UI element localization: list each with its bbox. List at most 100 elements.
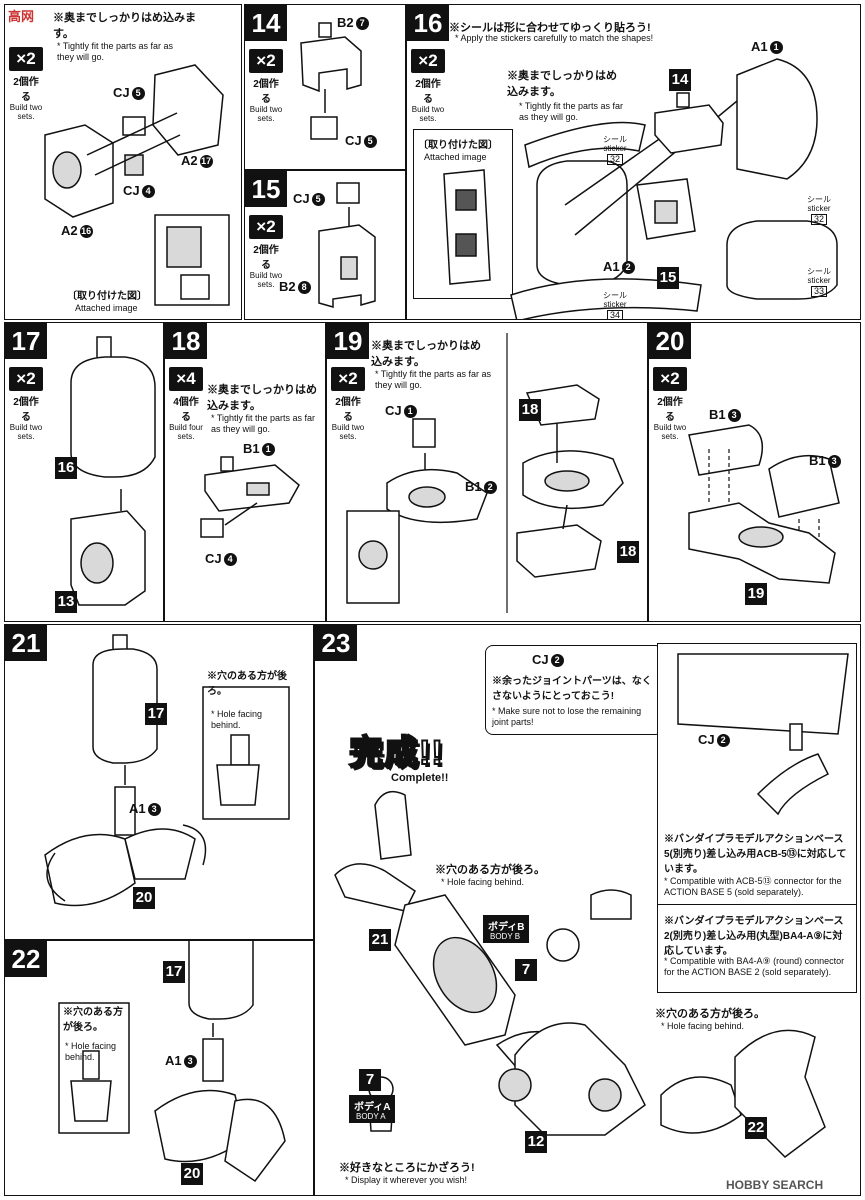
step-number: 21 bbox=[5, 625, 47, 661]
step-number: 20 bbox=[649, 323, 691, 359]
hole-facing-note-jp: ※穴のある方が後ろ。 bbox=[435, 864, 545, 876]
hole-facing-note-jp: ※穴のある方が後ろ。 bbox=[207, 671, 287, 697]
build-two-marker: ×2 2個作る Build two sets. bbox=[653, 367, 687, 441]
tight-fit-note-en: * Tightly fit the parts as far as they w… bbox=[519, 101, 624, 122]
ref-step-18-bottom: 18 bbox=[617, 541, 639, 563]
step-20-illustration bbox=[688, 424, 840, 584]
ref-step-15: 15 bbox=[657, 267, 679, 289]
ref-step-18-top: 18 bbox=[519, 399, 541, 421]
step-13-panel: ×2 2個作る Build two sets. ※奥までしっかりはめ込みます。 … bbox=[4, 4, 242, 320]
attached-image-box: 〔取り付けた図〕 Attached image bbox=[413, 129, 513, 299]
body-b-tag: ボディB BODY B bbox=[483, 915, 529, 943]
step-22-illustration bbox=[58, 941, 286, 1183]
complete-title: 完成!! bbox=[348, 733, 444, 773]
step-number: 16 bbox=[407, 5, 449, 41]
ref-step-19: 19 bbox=[745, 583, 767, 605]
step-13-illustration bbox=[44, 64, 230, 306]
acb-note-en: * Compatible with ACB-5⑬ connector for t… bbox=[664, 876, 842, 897]
tight-fit-note-en: * Tightly fit the parts as far as they w… bbox=[57, 41, 174, 62]
step-19-panel: 19 ×2 2個作る Build two sets. ※奥までしっかりはめ込みま… bbox=[326, 322, 648, 622]
step-number: 15 bbox=[245, 171, 287, 207]
attached-image-label: 〔取り付けた図〕 bbox=[67, 291, 147, 302]
attached-image-label-en: Attached image bbox=[75, 303, 138, 313]
step-18-illustration bbox=[200, 456, 300, 538]
tight-fit-note-en: * Tightly fit the parts as far as they w… bbox=[375, 369, 492, 390]
watermark-bottom: HOBBY SEARCH bbox=[726, 1178, 824, 1192]
acb-note-jp: ※バンダイプラモデルアクションベース5(別売り)差し込み用ACB-5⑬に対応して… bbox=[664, 834, 847, 875]
step-number: 18 bbox=[165, 323, 207, 359]
hole-facing-note-en: * Hole facing behind. bbox=[65, 1041, 117, 1062]
ref-step-7-a: 7 bbox=[359, 1069, 381, 1091]
ref-step-20: 20 bbox=[133, 887, 155, 909]
ref-step-21: 21 bbox=[369, 929, 391, 951]
ref-step-7-b: 7 bbox=[515, 959, 537, 981]
hole-facing-note-en: * Hole facing behind. bbox=[211, 709, 263, 730]
build-two-marker: ×2 2個作る Build two sets. bbox=[9, 367, 43, 441]
build-four-marker: ×4 4個作る Build four sets. bbox=[169, 367, 203, 441]
step-number: 22 bbox=[5, 941, 47, 977]
build-two-marker: ×2 2個作る Build two sets. bbox=[249, 215, 283, 289]
build-two-marker: ×2 2個作る Build two sets. bbox=[249, 49, 283, 123]
hole-facing-note-jp: ※穴のある方が後ろ。 bbox=[63, 1007, 123, 1033]
step-17-panel: 17 ×2 2個作る Build two sets. 16 13 bbox=[4, 322, 164, 622]
ref-step-14: 14 bbox=[669, 69, 691, 91]
ref-step-12: 12 bbox=[525, 1131, 547, 1153]
build-two-marker: ×2 2個作る Build two sets. bbox=[9, 47, 43, 121]
step-21-illustration bbox=[44, 634, 290, 907]
step-number: 23 bbox=[315, 625, 357, 661]
ref-step-13: 13 bbox=[55, 591, 77, 613]
sticker-note-jp: ※シールは形に合わせてゆっくり貼ろう! bbox=[449, 22, 651, 34]
tight-fit-note-jp: ※奥までしっかりはめ込みます。 bbox=[371, 340, 481, 368]
step-number: 17 bbox=[5, 323, 47, 359]
hole-facing-note-2-jp: ※穴のある方が後ろ。 bbox=[655, 1008, 765, 1020]
hole-facing-note-en: * Hole facing behind. bbox=[441, 877, 525, 887]
sticker-note-en: * Apply the stickers carefully to match … bbox=[455, 33, 654, 43]
ref-step-22: 22 bbox=[745, 1117, 767, 1139]
tight-fit-note-jp: ※奥までしっかりはめ込みます。 bbox=[53, 12, 196, 40]
hole-facing-note-2-en: * Hole facing behind. bbox=[661, 1021, 745, 1031]
ba-note-en: * Compatible with BA4-A⑨ (round) connect… bbox=[664, 956, 845, 977]
ba-note-jp: ※バンダイプラモデルアクションベース2(別売り)差し込み用(丸型)BA4-A⑨に… bbox=[664, 916, 844, 957]
build-two-marker: ×2 2個作る Build two sets. bbox=[331, 367, 365, 441]
display-note-en: * Display it wherever you wish! bbox=[345, 1175, 468, 1185]
step-18-panel: 18 ×4 4個作る Build four sets. ※奥までしっかりはめ込み… bbox=[164, 322, 326, 622]
step-17-illustration bbox=[70, 336, 156, 606]
step-14-illustration bbox=[300, 22, 362, 140]
step-16-illustration bbox=[510, 58, 838, 319]
step-number: 19 bbox=[327, 323, 369, 359]
body-a-tag: ボディA BODY A bbox=[349, 1095, 395, 1123]
step-16-panel: 16 ×2 2個作る Build two sets. ※シールは形に合わせてゆっ… bbox=[406, 4, 861, 320]
step-19-illustration bbox=[346, 333, 624, 613]
ref-step-20: 20 bbox=[181, 1163, 203, 1185]
ref-step-16: 16 bbox=[55, 457, 77, 479]
display-note-jp: ※好きなところにかざろう! bbox=[339, 1162, 475, 1174]
